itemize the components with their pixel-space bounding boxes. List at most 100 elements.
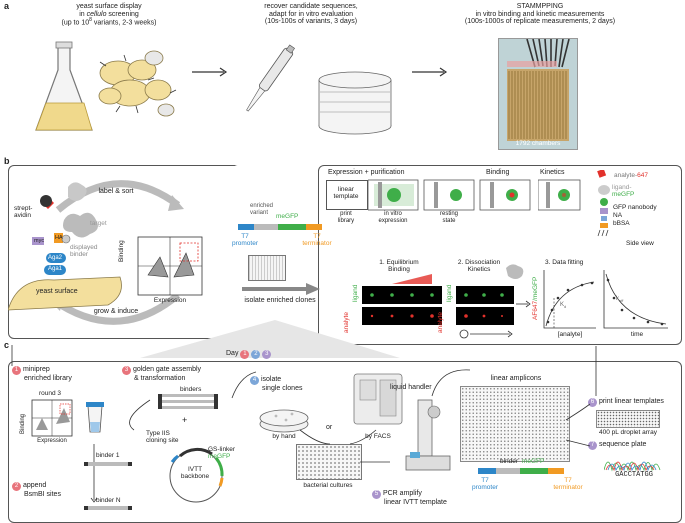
day-badge-2: 2 [251, 350, 261, 359]
sequence-trace [604, 461, 661, 472]
binders-label: binders [180, 386, 202, 393]
diss-ligand-axis: ligand [446, 284, 453, 302]
label-sort-text: label & sort [98, 188, 134, 195]
day-badge-3: 3 [262, 350, 272, 359]
step-a1-title: yeast surface display in cellulo screeni… [44, 3, 174, 27]
round3-facs-and-tube [31, 399, 104, 437]
by-hand-label: by hand [272, 433, 296, 440]
liquid-handler-icon [405, 399, 451, 471]
yeast-surface-label: yeast surface [36, 288, 78, 295]
plate-thumbnail [248, 255, 286, 281]
yeast-cluster-icon [98, 50, 175, 117]
round3-label: round 3 [38, 390, 62, 397]
droplet-array-label: 400 pL droplet array [599, 429, 657, 436]
gfp-nanobody-label: GFP nanobody [613, 204, 657, 211]
binder-list [84, 444, 132, 510]
linear-template-box [326, 180, 368, 210]
aga1-label: Aga1 [48, 266, 63, 272]
microfluidic-chip-photo: 1792 chambers [498, 38, 578, 150]
facs-binding-axis: Binding [118, 240, 125, 262]
expr-purif-title: Expression + purification [328, 169, 405, 176]
binding-step-title: Binding [486, 169, 510, 176]
bbsa-label: bBSA [613, 220, 630, 227]
step-a1-line2: in cellulo screening [79, 10, 139, 18]
arrow-a1 [192, 67, 228, 77]
plus-sign: + [182, 415, 188, 425]
pipette-plates-illustration [246, 44, 392, 135]
side-view-label: Side view [626, 240, 654, 247]
analyte-647-label: analyte-647 [614, 172, 648, 179]
side-view-stack [597, 170, 610, 237]
na-label: NA [613, 212, 623, 219]
step-a1-line1: yeast surface display [76, 3, 142, 10]
yeast-display-box [8, 165, 242, 339]
binders-stack [158, 394, 218, 409]
ligand-megfp-label: ligand-meGFP [612, 184, 635, 199]
streptavidin-label: strept-avidin [14, 205, 33, 220]
linear-amplicons-label: linear amplicons [490, 375, 542, 382]
binder1-label: binder 1 [96, 452, 120, 459]
equilibrium-images [362, 274, 442, 325]
facs-machine-icon [353, 373, 403, 425]
enriched-clones-box [232, 165, 322, 337]
fit-yaxis-label: AF647/meGFP [532, 276, 539, 320]
droplet-array [596, 410, 660, 428]
bacterial-plate [296, 444, 362, 480]
chip-chambers-label: 1792 chambers [515, 139, 561, 147]
step-a1-line3: (up to 108 variants, 2-3 weeks) [61, 17, 157, 27]
step-a3-title: STAMMPPING in vitro binding and kinetic … [464, 3, 616, 26]
kd-label: Kd [560, 302, 567, 310]
grow-induce-text: grow & induce [93, 308, 139, 315]
step-a2-title: recover candidate sequences, adapt for i… [264, 3, 358, 26]
pipette-icon [246, 44, 295, 112]
fit-plots [543, 270, 668, 329]
liquid-handler-label: liquid handler [390, 384, 432, 391]
step7-label: 7 sequence plate [588, 441, 646, 450]
isolate-clones-label: isolate enriched clones [244, 297, 316, 304]
flask-icon [35, 41, 93, 131]
amp-megfp-label: meGFP [522, 458, 545, 465]
step3-label: 3 golden gate assembly& transformation [122, 366, 201, 383]
megfp-label-b: meGFP [276, 213, 299, 220]
dissociation-images [456, 264, 531, 339]
diss-analyte-axis: analyte [437, 312, 444, 333]
koff-label: koff [616, 296, 624, 304]
sequence-text: GACCTATGG [615, 471, 653, 479]
arrow-a2 [412, 67, 448, 77]
panel-c-letter: c [4, 340, 10, 350]
petri-dish-icon [259, 409, 309, 433]
eq-ligand-axis: ligand [352, 284, 359, 302]
panel-b-letter: b [4, 156, 10, 166]
yeast-display-diagram [8, 180, 203, 325]
myc-label: myc [34, 238, 45, 244]
facs-expression-axis: Expression [153, 297, 187, 304]
amp-binder-label: binder [500, 458, 519, 465]
day-label: Day 1 2 3 [226, 350, 272, 359]
amplicon-construct [478, 468, 564, 474]
construct-bar [238, 224, 322, 230]
flask-yeast-illustration [35, 41, 177, 131]
target-label: target [90, 220, 107, 227]
step1-expression-axis: Expression [37, 438, 67, 444]
chamber-steps-diagram [368, 179, 531, 211]
aga2-label: Aga2 [48, 255, 63, 261]
fit-x-time: time [630, 331, 644, 338]
or-label: or [326, 424, 333, 431]
